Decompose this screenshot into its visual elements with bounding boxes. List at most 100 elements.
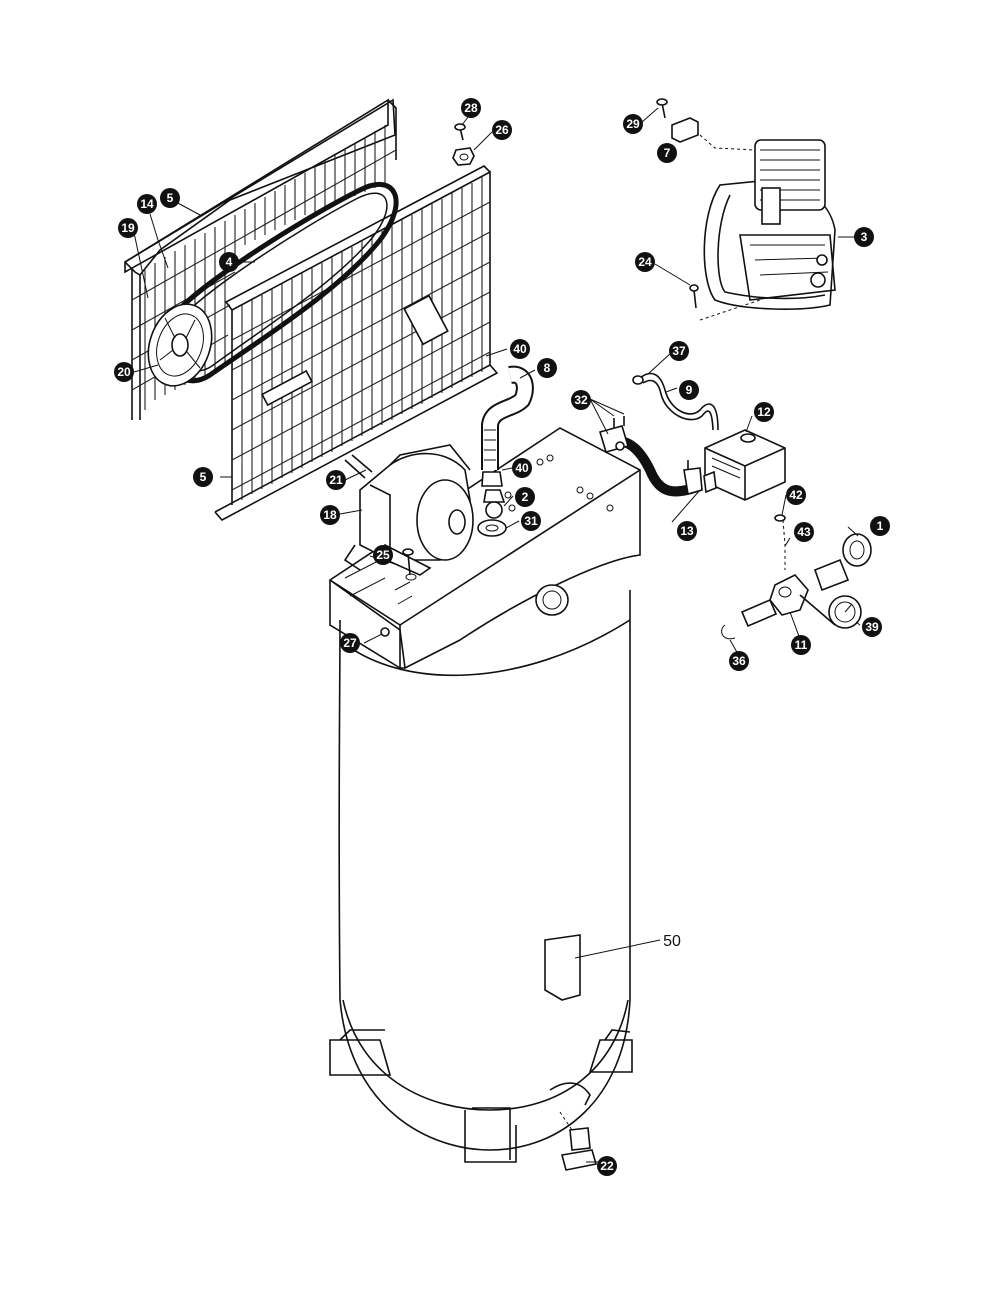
callout-badge-label: 40 <box>515 461 529 475</box>
drain-valve <box>559 1111 598 1171</box>
callout-badge-label: 28 <box>464 101 478 115</box>
callout-badge-circle <box>373 545 393 565</box>
callout-badge-circle <box>635 252 655 272</box>
callout-badge-circle <box>679 380 699 400</box>
callout-badge-label: 19 <box>121 221 135 235</box>
callout-badge-circle <box>862 617 882 637</box>
callout-badge-label: 32 <box>574 393 588 407</box>
belt-and-pulley <box>147 182 399 387</box>
callout-badge-circle <box>512 458 532 478</box>
callout-badge-label: 42 <box>789 488 803 502</box>
callout-32: 32 <box>571 390 591 410</box>
callout-badge-label: 5 <box>167 191 174 205</box>
callout-badge-circle <box>515 487 535 507</box>
callout-2: 2 <box>515 487 535 507</box>
callout-badge-circle <box>571 390 591 410</box>
callout-22: 22 <box>597 1156 617 1176</box>
callout-42: 42 <box>786 485 806 505</box>
callout-19: 19 <box>118 218 138 238</box>
callout-badge-label: 1 <box>877 519 884 533</box>
check-valve-fittings <box>477 489 516 537</box>
callout-badge-label: 40 <box>513 342 527 356</box>
callout-27: 27 <box>340 633 360 653</box>
callout-1: 1 <box>870 516 890 536</box>
callout-badge-label: 3 <box>861 230 868 244</box>
callout-8: 8 <box>537 358 557 378</box>
regulator-assembly <box>721 514 872 640</box>
callout-badge-circle <box>669 341 689 361</box>
callout-badge-label: 29 <box>626 117 640 131</box>
pressure-switch <box>703 429 786 501</box>
callout-badge-label: 25 <box>376 548 390 562</box>
callout-28: 28 <box>461 98 481 118</box>
callout-21: 21 <box>326 470 346 490</box>
callout-badge-label: 9 <box>686 383 693 397</box>
callout-badge-circle <box>510 339 530 359</box>
callout-36: 36 <box>729 651 749 671</box>
callout-37: 37 <box>669 341 689 361</box>
callout-badge-circle <box>160 188 180 208</box>
callout-3: 3 <box>854 227 874 247</box>
callout-43: 43 <box>794 522 814 542</box>
callout-7: 7 <box>657 143 677 163</box>
callout-badge-label: 18 <box>323 508 337 522</box>
motor-mount-plate <box>328 427 641 670</box>
callout-badge-circle <box>657 143 677 163</box>
callout-13: 13 <box>677 521 697 541</box>
callout-badge-label: 21 <box>329 473 343 487</box>
callout-badge-label: 26 <box>495 123 509 137</box>
callout-badge-label: 2 <box>522 490 529 504</box>
callout-badge-circle <box>114 362 134 382</box>
callout-39: 39 <box>862 617 882 637</box>
callout-badge-label: 43 <box>797 525 811 539</box>
callout-40: 40 <box>510 339 530 359</box>
callout-badge-circle <box>521 511 541 531</box>
callout-badge-circle <box>729 651 749 671</box>
callout-badge-circle <box>794 522 814 542</box>
motor-bolts <box>402 548 417 581</box>
callout-badge-circle <box>870 516 890 536</box>
callout-20: 20 <box>114 362 134 382</box>
callout-badge-circle <box>786 485 806 505</box>
callout-24: 24 <box>635 252 655 272</box>
callout-badge-label: 36 <box>732 654 746 668</box>
callout-badge-circle <box>326 470 346 490</box>
callout-badge-label: 5 <box>200 470 207 484</box>
callout-badge-circle <box>118 218 138 238</box>
callout-12: 12 <box>754 402 774 422</box>
callout-badge-circle <box>219 252 239 272</box>
unloader-tube <box>632 372 719 431</box>
callout-badge-circle <box>791 635 811 655</box>
callout-badge-label: 7 <box>664 146 671 160</box>
electric-motor <box>343 444 474 576</box>
callout-badge-circle <box>623 114 643 134</box>
callout-label-50: 50 <box>663 933 681 950</box>
callout-badge-label: 8 <box>544 361 551 375</box>
callout-badge-label: 13 <box>680 524 694 538</box>
callout-badge-label: 4 <box>226 255 233 269</box>
callout-29: 29 <box>623 114 643 134</box>
callout-badge-circle <box>340 633 360 653</box>
callout-badge-label: 37 <box>672 344 686 358</box>
callout-badge-circle <box>320 505 340 525</box>
callout-40: 40 <box>512 458 532 478</box>
callout-badge-circle <box>754 402 774 422</box>
callout-badge-circle <box>492 120 512 140</box>
pump-bolt-hardware <box>656 98 699 309</box>
callout-badge-label: 27 <box>343 636 357 650</box>
callout-badge-label: 12 <box>757 405 771 419</box>
callout-badge-label: 39 <box>865 620 879 634</box>
callout-26: 26 <box>492 120 512 140</box>
callout-31: 31 <box>521 511 541 531</box>
callout-badge-circle <box>677 521 697 541</box>
callout-11: 11 <box>791 635 811 655</box>
callout-badge-label: 24 <box>638 255 652 269</box>
callout-badge-circle <box>461 98 481 118</box>
belt-guard-front <box>214 165 499 522</box>
callout-badge-label: 22 <box>600 1159 614 1173</box>
leader-lines <box>132 107 861 1163</box>
callout-badge-label: 11 <box>795 638 808 652</box>
callout-badge-label: 20 <box>117 365 131 379</box>
